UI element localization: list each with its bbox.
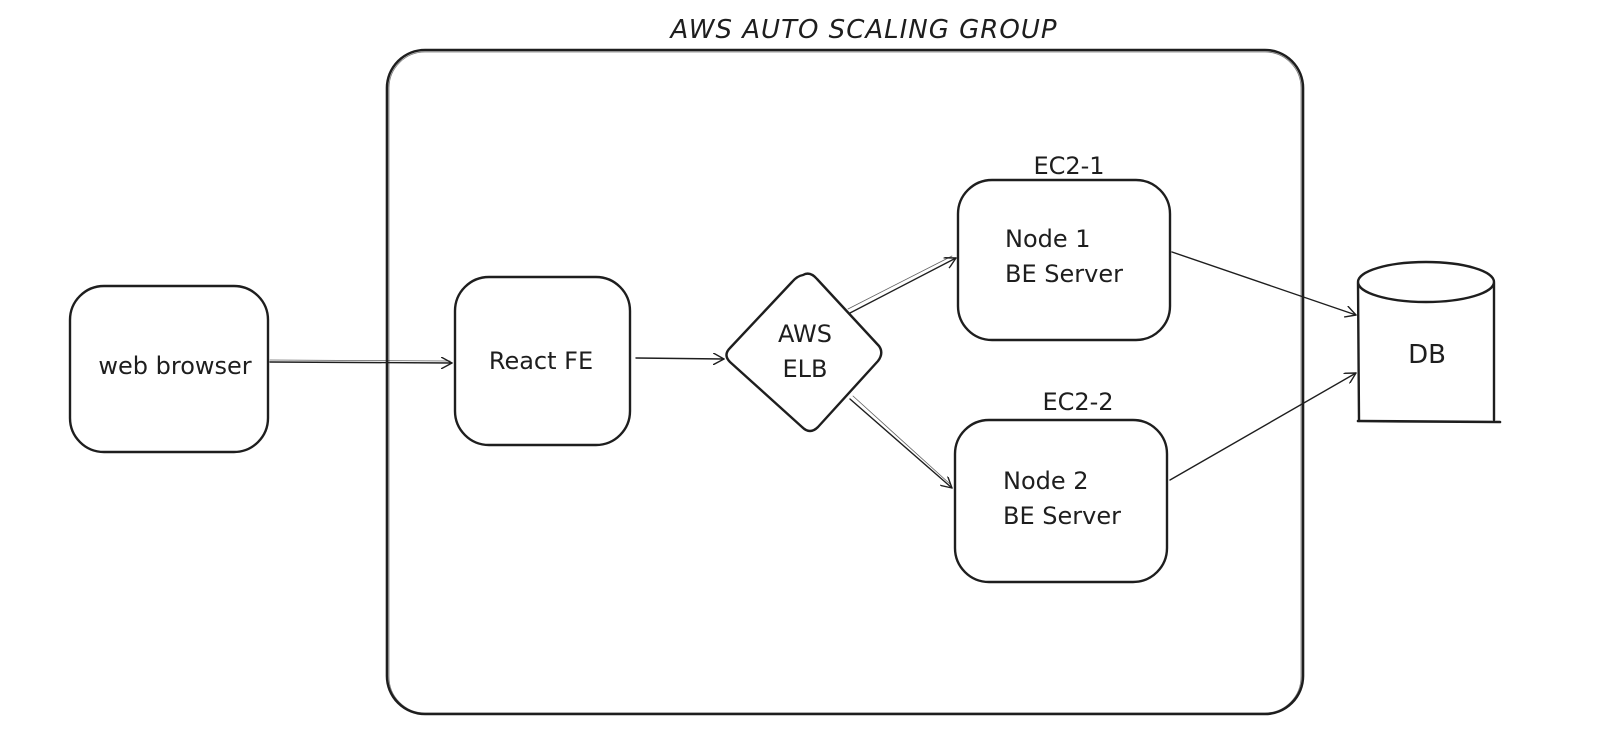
db-cylinder-base <box>1356 419 1502 424</box>
web-browser-label: web browser <box>98 352 251 380</box>
ec2-2-caption: EC2-2 <box>1042 388 1113 416</box>
ec2-2-box <box>953 418 1169 584</box>
ec2-1-label-line1: Node 1 <box>1005 225 1091 253</box>
react-fe-label: React FE <box>489 347 593 375</box>
ec2-2-label-line1: Node 2 <box>1003 467 1089 495</box>
arrow-ec2-1-to-db <box>1171 251 1357 315</box>
db-cylinder-top <box>1356 260 1496 304</box>
ec2-2-node[interactable]: EC2-2 Node 2 BE Server <box>953 388 1169 584</box>
ec2-1-box <box>956 178 1172 342</box>
aws-elb-node[interactable]: AWS ELB <box>725 272 883 433</box>
web-browser-box <box>68 284 270 454</box>
aws-elb-label-line2: ELB <box>783 355 828 383</box>
arrow-ec2-2-to-db <box>1169 372 1357 481</box>
auto-scaling-group: AWS AUTO SCALING GROUP <box>385 15 1305 716</box>
connectors <box>269 251 1357 489</box>
ec2-1-caption: EC2-1 <box>1033 152 1104 180</box>
ec2-1-label-line2: BE Server <box>1005 260 1123 288</box>
react-fe-node[interactable]: React FE <box>453 275 632 447</box>
aws-elb-label-line1: AWS <box>778 320 832 348</box>
web-browser-node[interactable]: web browser <box>68 284 270 454</box>
aws-elb-diamond <box>725 272 883 433</box>
db-label: DB <box>1408 340 1446 370</box>
db-node[interactable]: DB <box>1356 260 1502 424</box>
arrow-elb-to-ec2-1 <box>849 258 957 314</box>
auto-scaling-group-title: AWS AUTO SCALING GROUP <box>668 15 1057 45</box>
ec2-2-label-line2: BE Server <box>1003 502 1121 530</box>
react-fe-box <box>453 275 632 447</box>
arrow-browser-to-frontend <box>269 362 453 363</box>
arrow-elb-to-ec2-2 <box>849 398 953 489</box>
ec2-1-node[interactable]: EC2-1 Node 1 BE Server <box>956 152 1172 342</box>
auto-scaling-group-border <box>385 48 1305 716</box>
arrow-frontend-to-elb <box>635 358 725 359</box>
